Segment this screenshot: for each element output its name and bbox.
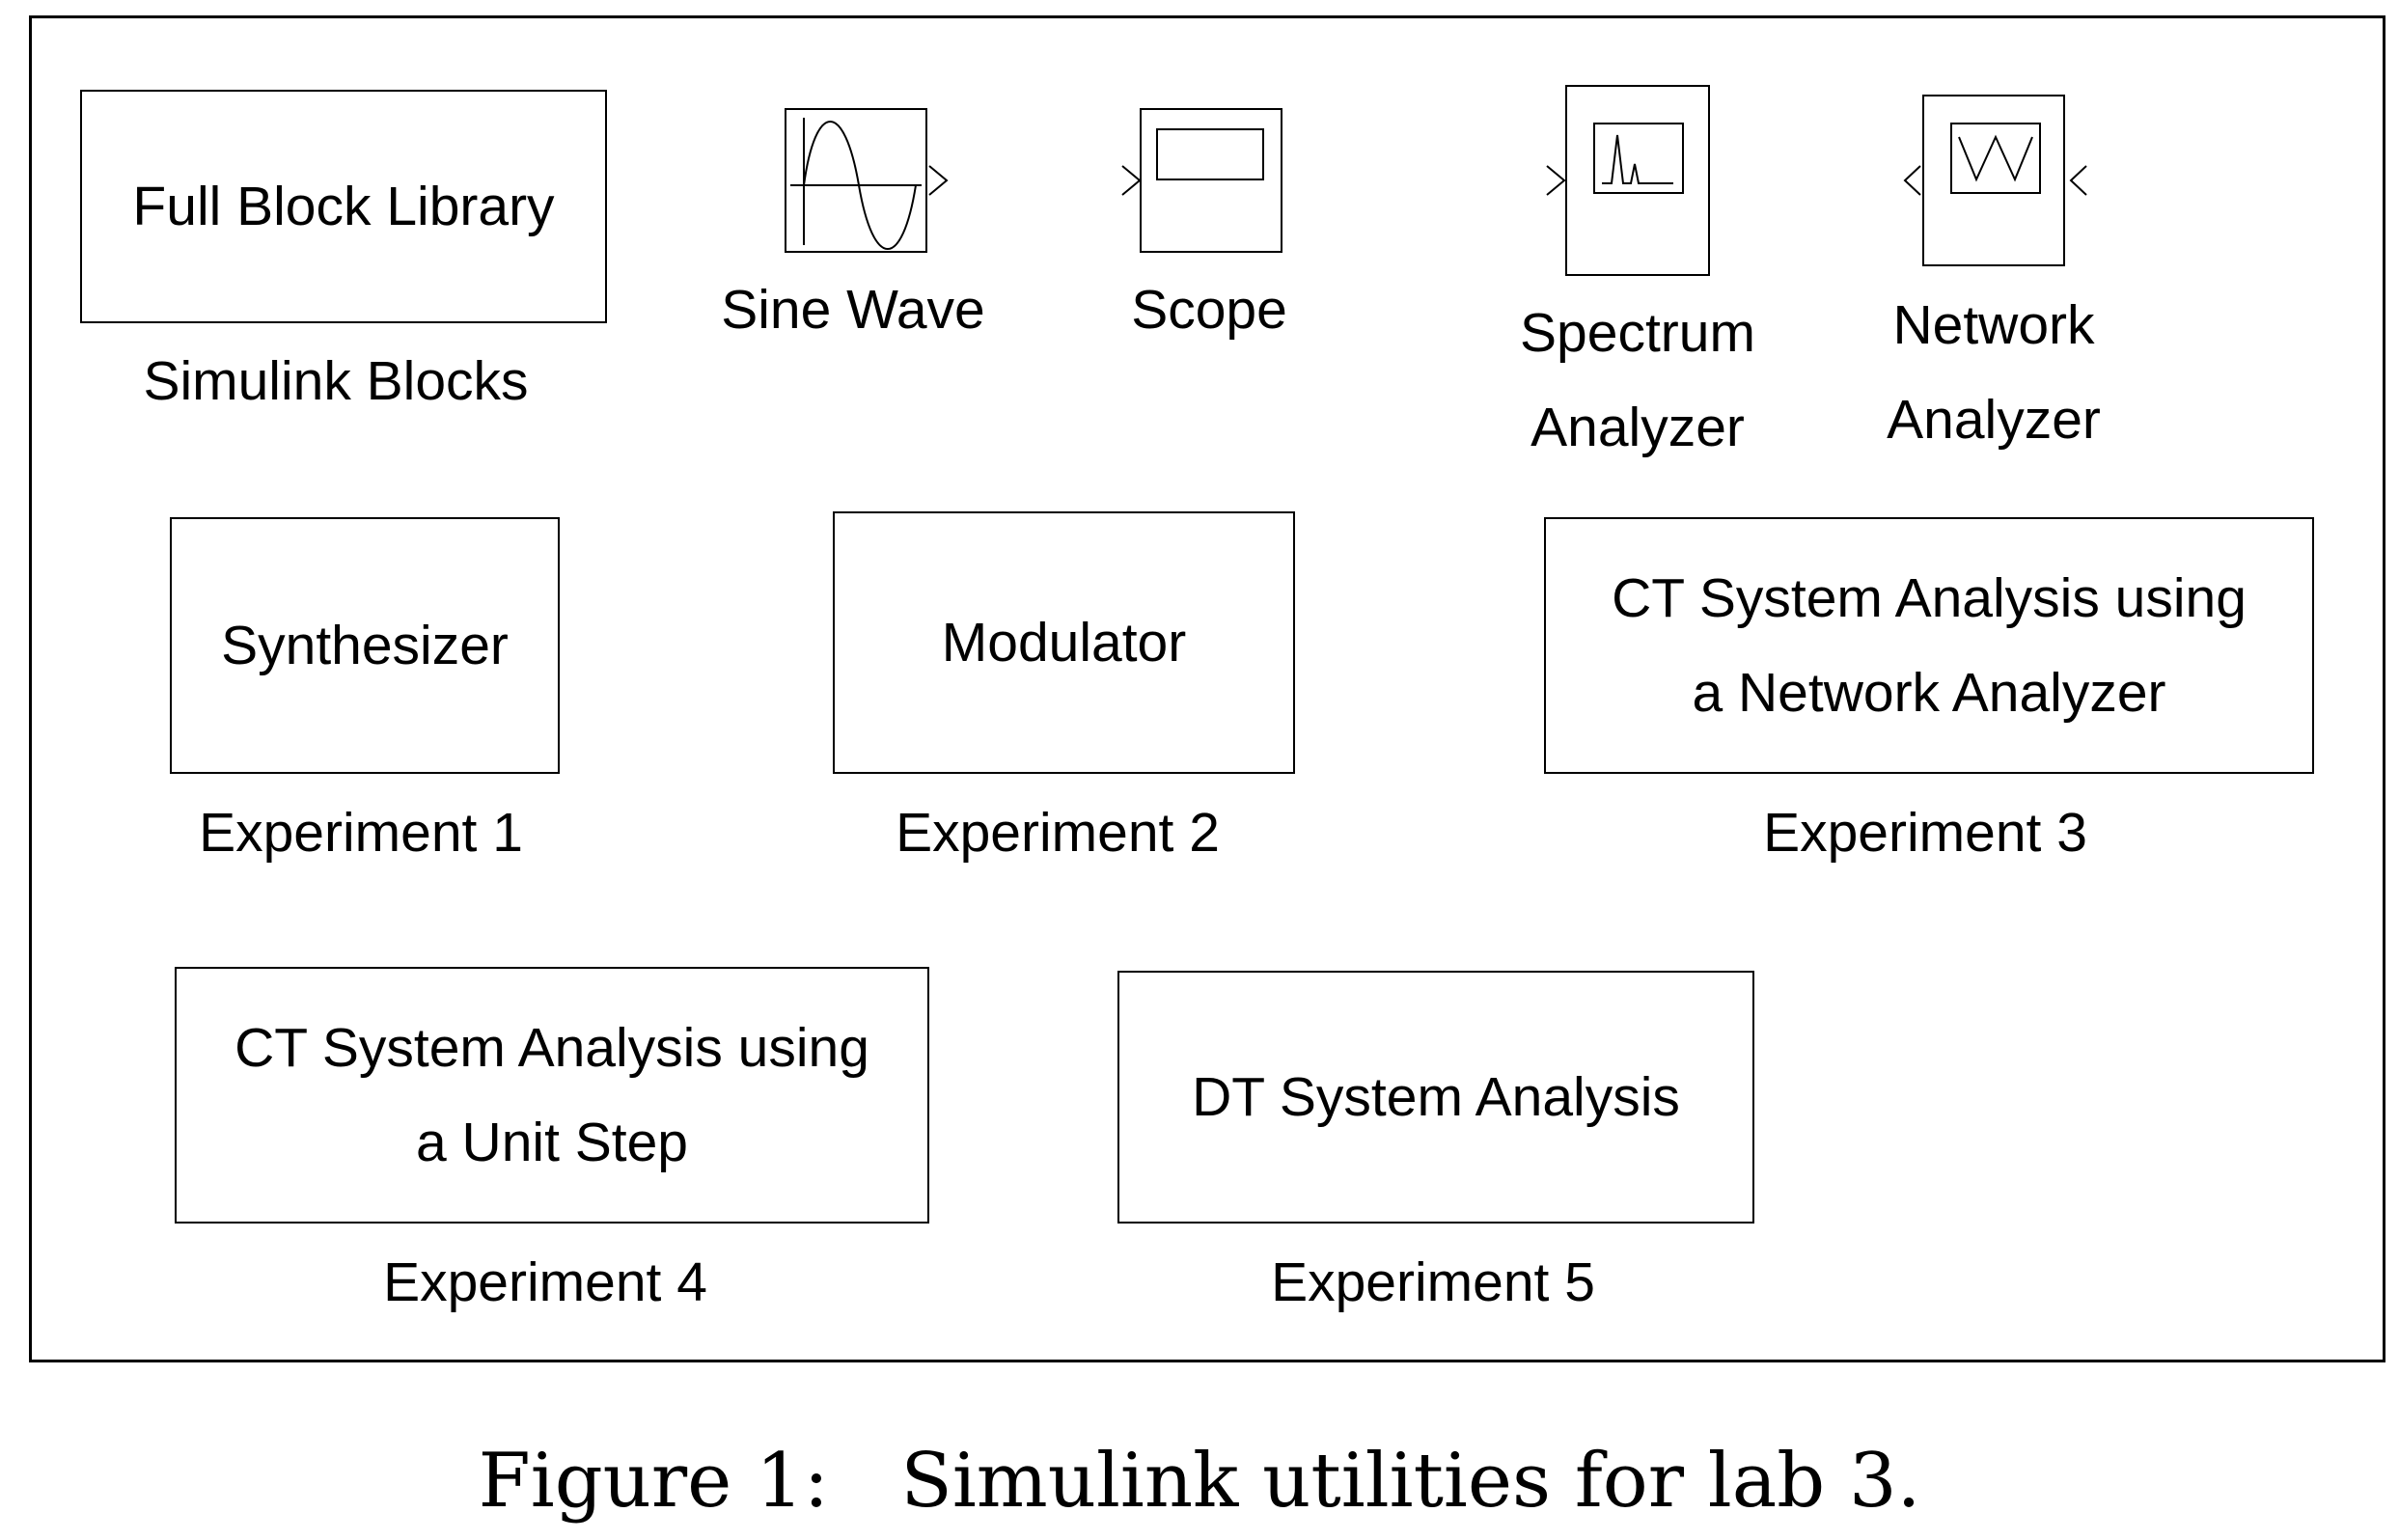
experiment-2-label: Experiment 2	[896, 802, 1220, 864]
ct-unit-step-text-line1: CT System Analysis using	[234, 1017, 869, 1079]
network-analyzer-label-line2: Analyzer	[1887, 389, 2101, 451]
network-analyzer-icon	[1950, 123, 2041, 194]
spectrum-analyzer-label-line1: Spectrum	[1520, 302, 1755, 364]
ct-unit-step-text-line2: a Unit Step	[416, 1112, 688, 1173]
modulator-block[interactable]: Modulator	[833, 511, 1295, 774]
spectrum-analyzer-label-line2: Analyzer	[1530, 397, 1745, 458]
scope-block[interactable]	[1140, 108, 1282, 253]
synthesizer-text: Synthesizer	[221, 615, 509, 676]
figure-caption-prefix: Figure 1:	[478, 1438, 830, 1525]
full-block-library-block[interactable]: Full Block Library	[80, 90, 607, 323]
simulink-blocks-label: Simulink Blocks	[143, 350, 529, 412]
network-analyzer-label-line1: Network	[1892, 294, 2095, 356]
spectrum-analyzer-icon	[1593, 123, 1684, 194]
figure-caption-text: Simulink utilities for lab 3.	[900, 1438, 1921, 1525]
full-block-library-text: Full Block Library	[132, 176, 555, 237]
experiment-4-label: Experiment 4	[383, 1251, 707, 1313]
scope-label: Scope	[1131, 279, 1287, 341]
scope-icon	[1156, 128, 1264, 180]
experiment-3-label: Experiment 3	[1763, 802, 2087, 864]
experiment-1-label: Experiment 1	[199, 802, 523, 864]
sine-wave-icon	[790, 118, 922, 250]
modulator-text: Modulator	[941, 612, 1187, 674]
ct-unit-step-block[interactable]: CT System Analysis using a Unit Step	[175, 967, 929, 1224]
sine-wave-block[interactable]	[785, 108, 927, 253]
spectrum-analyzer-block[interactable]	[1565, 85, 1710, 276]
sine-wave-output-port	[928, 165, 949, 196]
experiment-5-label: Experiment 5	[1271, 1251, 1595, 1313]
network-analyzer-right-port	[2069, 165, 2087, 196]
sine-wave-label: Sine Wave	[721, 279, 985, 341]
ct-network-analyzer-block[interactable]: CT System Analysis using a Network Analy…	[1544, 517, 2314, 774]
simulink-library-frame	[29, 15, 2385, 1362]
network-analyzer-left-port	[1903, 165, 1921, 196]
network-analyzer-block[interactable]	[1922, 95, 2065, 266]
dt-system-analysis-block[interactable]: DT System Analysis	[1117, 971, 1754, 1224]
figure-caption: Figure 1: Simulink utilities for lab 3.	[0, 1438, 2399, 1525]
dt-system-analysis-text: DT System Analysis	[1192, 1066, 1680, 1128]
ct-network-analyzer-text-line2: a Network Analyzer	[1692, 662, 2166, 724]
ct-network-analyzer-text-line1: CT System Analysis using	[1612, 567, 2247, 629]
synthesizer-block[interactable]: Synthesizer	[170, 517, 560, 774]
spectrum-analyzer-input-port	[1546, 165, 1566, 196]
